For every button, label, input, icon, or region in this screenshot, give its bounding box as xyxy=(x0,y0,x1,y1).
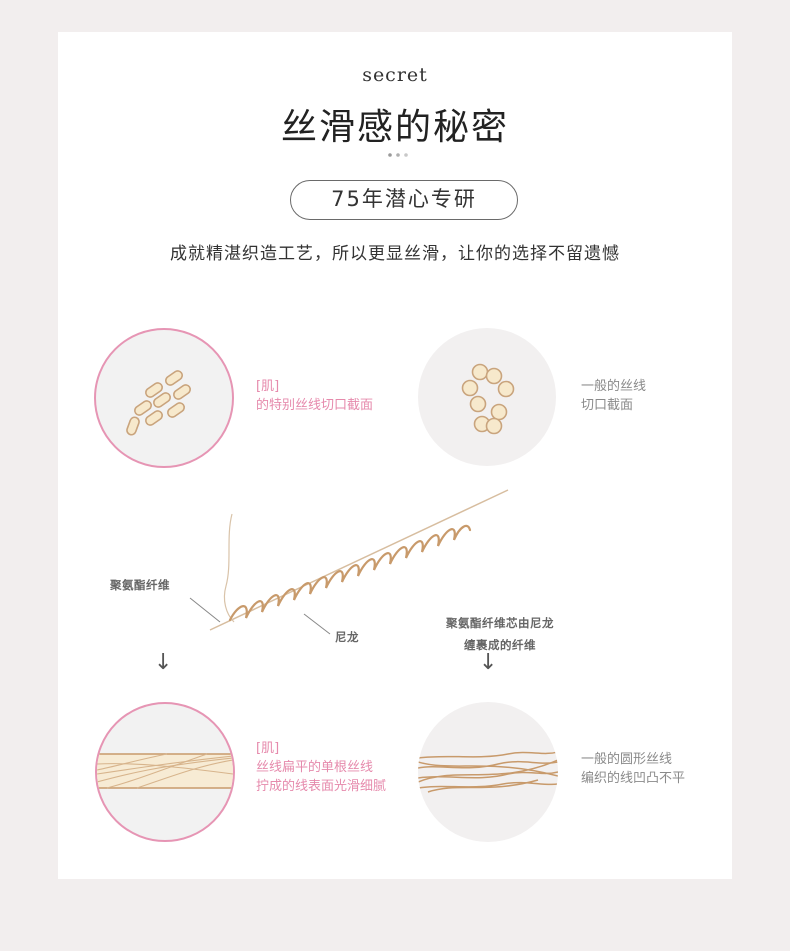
normal-cross-section-line2: 切口截面 xyxy=(581,398,634,413)
fiber-leader-line xyxy=(189,597,221,623)
flat-fiber-cross-section-icon xyxy=(126,370,191,436)
normal-cross-section-circle xyxy=(418,328,556,466)
nylon-label: 尼龙 xyxy=(335,630,359,644)
normal-thread-line1: 一般的圆形丝线 xyxy=(581,752,673,767)
fiber-wrap-illustration xyxy=(209,489,509,631)
round-fiber-cross-section-icon xyxy=(461,363,515,435)
core-wrap-label: 聚氨酯纤维芯由尼龙 缠裹成的纤维 xyxy=(418,612,582,656)
normal-thread-text: 一般的圆形丝线 编织的线凹凸不平 xyxy=(581,750,685,788)
special-cross-section-circle xyxy=(94,328,234,468)
special-thread-circle xyxy=(95,702,235,842)
right-down-arrow-icon: ↓ xyxy=(479,650,498,675)
page-title: 丝滑感的秘密 xyxy=(280,107,509,148)
left-down-arrow-icon: ↓ xyxy=(154,650,173,675)
smooth-thread-icon xyxy=(97,753,233,789)
subtitle-text: 成就精湛织造工艺，所以更显丝滑，让你的选择不留遗憾 xyxy=(170,244,620,264)
eyebrow-text: secret xyxy=(362,64,428,86)
normal-cross-section-text: 一般的丝线 切口截面 xyxy=(581,377,646,415)
core-wrap-line1: 聚氨酯纤维芯由尼龙 xyxy=(446,616,554,630)
nylon-leader-line xyxy=(303,613,331,635)
special-thread-text: [肌] 丝线扁平的单根丝线 拧成的线表面光滑细腻 xyxy=(256,739,386,796)
normal-thread-line2: 编织的线凹凸不平 xyxy=(581,771,686,786)
research-badge: 75年潜心专研 xyxy=(290,180,518,220)
core-wrap-line2: 缠裹成的纤维 xyxy=(464,638,536,652)
special-thread-line1: 丝线扁平的单根丝线 xyxy=(256,760,374,775)
polyurethane-fiber-label: 聚氨酯纤维 xyxy=(110,578,170,592)
normal-cross-section-line1: 一般的丝线 xyxy=(581,379,647,394)
special-cross-section-text: [肌] 的特别丝线切口截面 xyxy=(256,377,373,415)
rough-thread-icon xyxy=(418,751,558,793)
dots-divider xyxy=(388,153,408,157)
special-thread-line2: 拧成的线表面光滑细腻 xyxy=(256,779,387,794)
content-card: secret 丝滑感的秘密 75年潜心专研 成就精湛织造工艺，所以更显丝滑，让你… xyxy=(58,32,732,879)
special-thread-tag: [肌] xyxy=(256,741,280,756)
special-cross-section-tag: [肌] xyxy=(256,379,280,394)
normal-thread-circle xyxy=(418,702,558,842)
special-cross-section-desc: 的特别丝线切口截面 xyxy=(256,398,374,413)
